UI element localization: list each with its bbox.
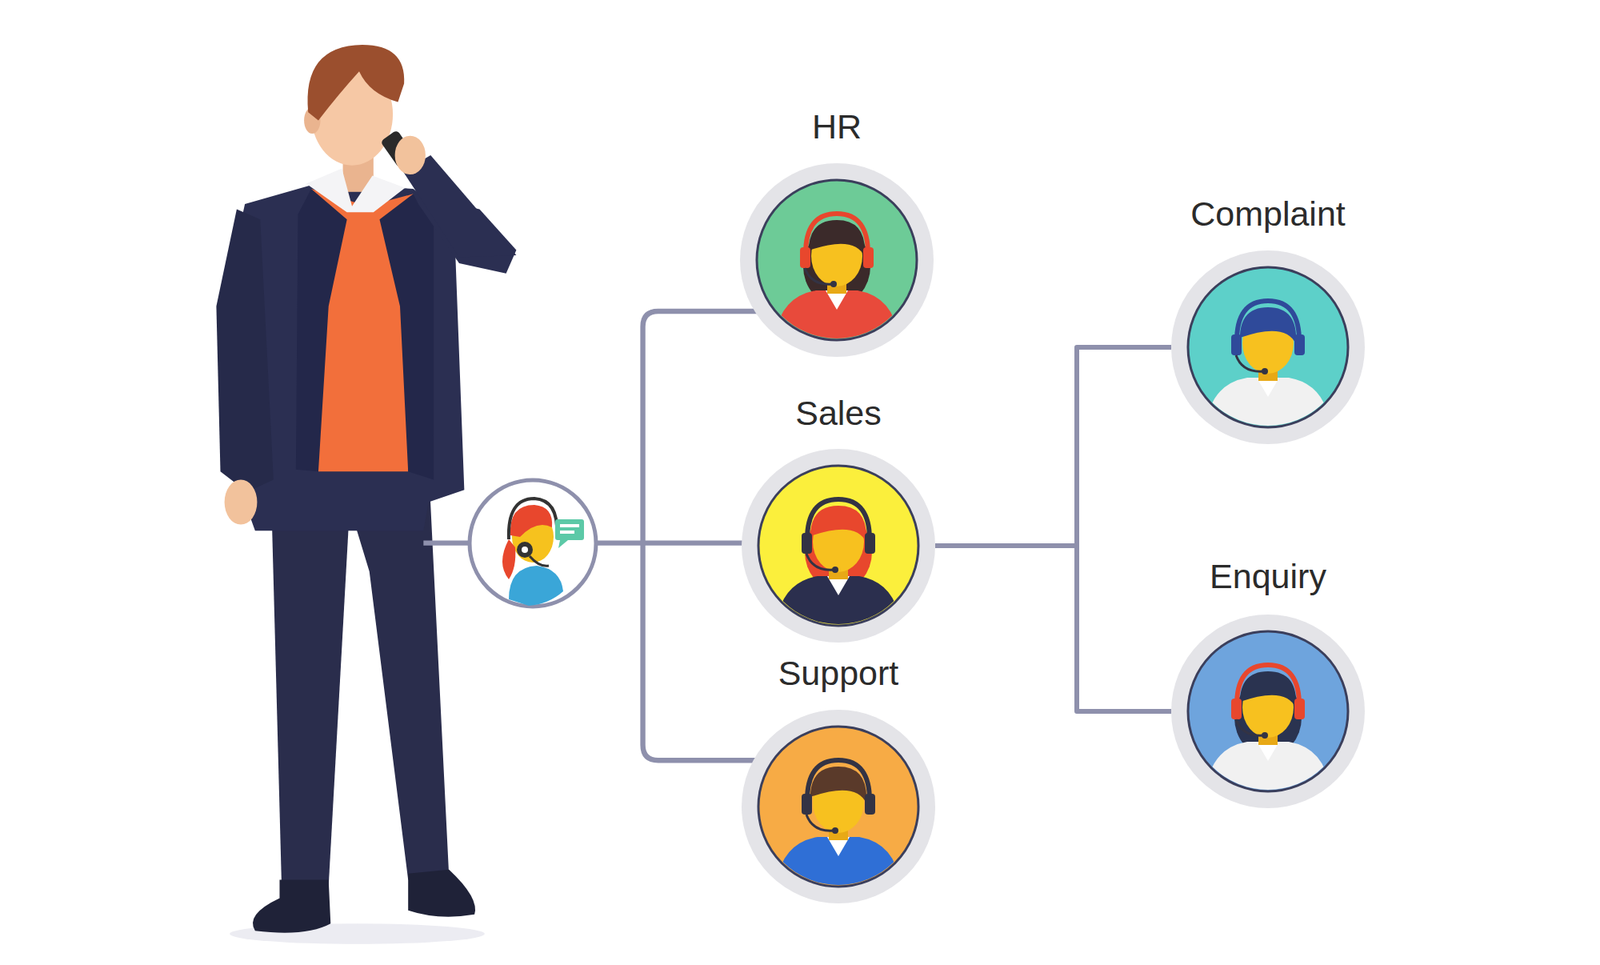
department-label: Support xyxy=(778,653,900,693)
circle-outline xyxy=(741,709,936,904)
outer-ring xyxy=(1171,250,1365,444)
outer-ring xyxy=(740,163,934,357)
agent-avatar xyxy=(1205,664,1331,792)
circle-outline xyxy=(1171,614,1365,808)
outer-ring xyxy=(741,709,936,904)
caller-figure xyxy=(216,44,516,944)
branch-lines xyxy=(423,311,772,760)
agent-circle: Support xyxy=(741,709,936,904)
inner-disc xyxy=(758,726,919,887)
agent-avatar xyxy=(774,213,900,340)
agent-circle: Complaint xyxy=(1171,250,1365,444)
agent-avatar xyxy=(776,760,901,887)
inner-disc xyxy=(1188,267,1348,428)
department-label: Sales xyxy=(795,393,882,433)
connector-line xyxy=(935,545,1172,712)
department-label: Enquiry xyxy=(1209,556,1327,596)
ivr-icon xyxy=(469,480,596,607)
connector-line xyxy=(935,347,1172,546)
circle-outline xyxy=(740,163,934,357)
inner-disc xyxy=(756,180,917,340)
department-label: Complaint xyxy=(1190,194,1346,234)
outer-ring xyxy=(741,448,936,643)
inner-disc xyxy=(758,465,919,626)
agent-circle: Sales xyxy=(741,448,936,643)
agent-avatar xyxy=(1205,300,1331,428)
inner-disc xyxy=(1188,631,1348,792)
circle-outline xyxy=(741,448,936,643)
outer-ring xyxy=(1171,614,1365,808)
department-label: HR xyxy=(812,107,862,147)
circle-outline xyxy=(1171,250,1365,444)
agent-avatar xyxy=(776,499,901,626)
agent-circle: HR xyxy=(740,163,934,357)
agent-circle: Enquiry xyxy=(1171,614,1365,808)
